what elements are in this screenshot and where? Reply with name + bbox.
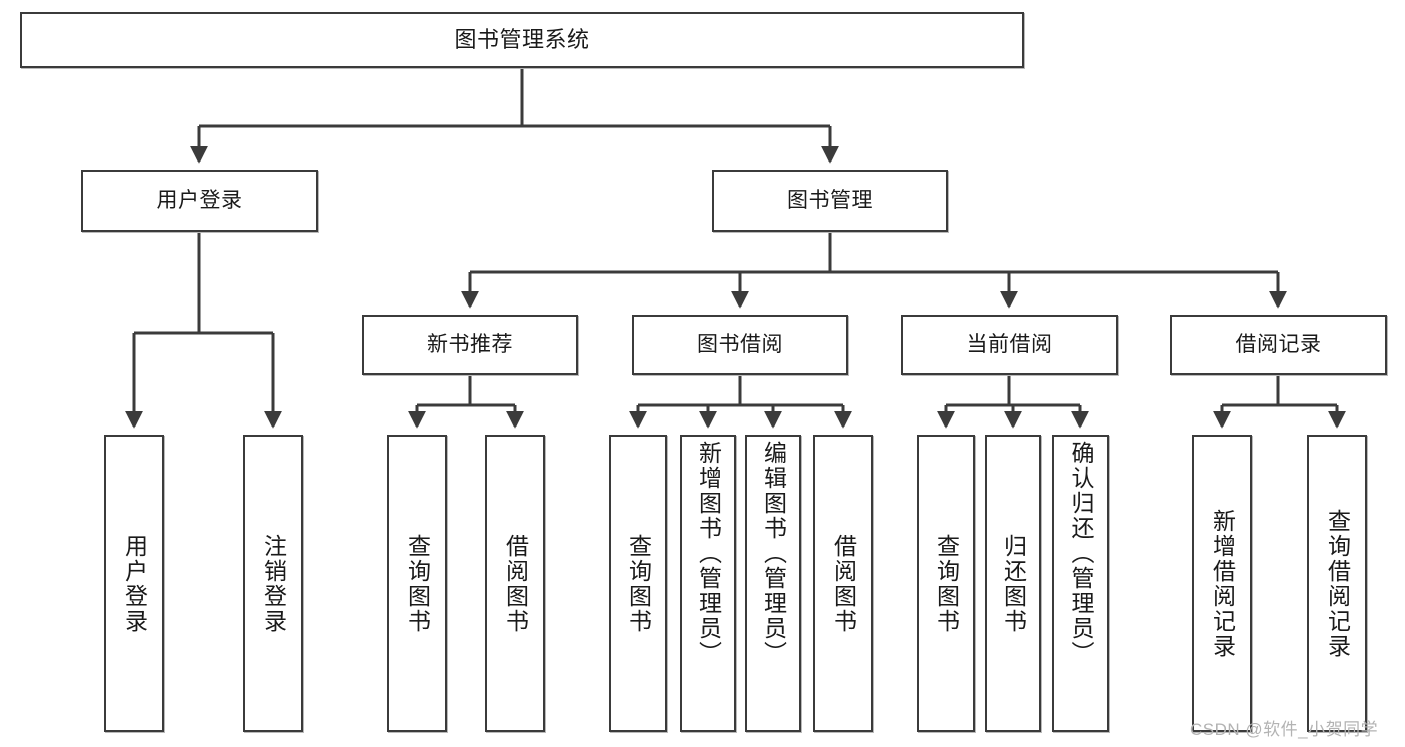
node-leaf-confirm-return-admin[interactable]: 确认归还（管理员） bbox=[1052, 435, 1109, 732]
node-leaf-query-book-current-label: 查询图书 bbox=[933, 533, 960, 634]
node-book-borrow-label: 图书借阅 bbox=[697, 333, 783, 357]
node-leaf-borrow-book-borrow-label: 借阅图书 bbox=[830, 533, 857, 634]
node-borrow-record[interactable]: 借阅记录 bbox=[1170, 315, 1387, 375]
node-leaf-query-borrow-record-label: 查询借阅记录 bbox=[1324, 508, 1351, 659]
node-new-book-rec-label: 新书推荐 bbox=[427, 333, 513, 357]
node-leaf-add-book-admin[interactable]: 新增图书（管理员） bbox=[680, 435, 736, 732]
node-leaf-user-login-label: 用户登录 bbox=[121, 533, 148, 634]
node-leaf-return-book[interactable]: 归还图书 bbox=[985, 435, 1041, 732]
node-leaf-add-borrow-record-label: 新增借阅记录 bbox=[1209, 508, 1236, 659]
node-user-login[interactable]: 用户登录 bbox=[81, 170, 318, 232]
node-root[interactable]: 图书管理系统 bbox=[20, 12, 1024, 68]
node-book-borrow[interactable]: 图书借阅 bbox=[632, 315, 848, 375]
node-leaf-logout-login-label: 注销登录 bbox=[260, 533, 287, 634]
node-leaf-query-book-borrow-label: 查询图书 bbox=[625, 533, 652, 634]
node-leaf-add-borrow-record[interactable]: 新增借阅记录 bbox=[1192, 435, 1252, 732]
node-book-manage[interactable]: 图书管理 bbox=[712, 170, 948, 232]
node-leaf-edit-book-admin-label: 编辑图书（管理员） bbox=[760, 441, 787, 666]
node-borrow-record-label: 借阅记录 bbox=[1235, 333, 1322, 357]
node-user-login-label: 用户登录 bbox=[156, 189, 243, 213]
node-leaf-borrow-book-borrow[interactable]: 借阅图书 bbox=[813, 435, 873, 732]
node-leaf-confirm-return-admin-label: 确认归还（管理员） bbox=[1068, 441, 1094, 666]
node-leaf-edit-book-admin[interactable]: 编辑图书（管理员） bbox=[745, 435, 801, 732]
node-root-label: 图书管理系统 bbox=[454, 26, 590, 52]
node-leaf-borrow-book-rec[interactable]: 借阅图书 bbox=[485, 435, 545, 732]
node-current-borrow[interactable]: 当前借阅 bbox=[901, 315, 1118, 375]
node-leaf-user-login[interactable]: 用户登录 bbox=[104, 435, 164, 732]
node-leaf-query-book-rec[interactable]: 查询图书 bbox=[387, 435, 447, 732]
node-leaf-query-book-borrow[interactable]: 查询图书 bbox=[609, 435, 667, 732]
node-leaf-borrow-book-rec-label: 借阅图书 bbox=[502, 533, 529, 634]
node-leaf-query-book-current[interactable]: 查询图书 bbox=[917, 435, 975, 732]
node-leaf-query-borrow-record[interactable]: 查询借阅记录 bbox=[1307, 435, 1367, 732]
node-leaf-add-book-admin-label: 新增图书（管理员） bbox=[695, 441, 722, 666]
node-new-book-rec[interactable]: 新书推荐 bbox=[362, 315, 578, 375]
node-leaf-logout-login[interactable]: 注销登录 bbox=[243, 435, 303, 732]
node-leaf-query-book-rec-label: 查询图书 bbox=[404, 533, 431, 634]
node-current-borrow-label: 当前借阅 bbox=[966, 333, 1053, 357]
node-leaf-return-book-label: 归还图书 bbox=[1000, 533, 1027, 634]
csdn-watermark: CSDN @软件_小贺同学 bbox=[1190, 720, 1379, 739]
node-book-manage-label: 图书管理 bbox=[787, 189, 873, 213]
